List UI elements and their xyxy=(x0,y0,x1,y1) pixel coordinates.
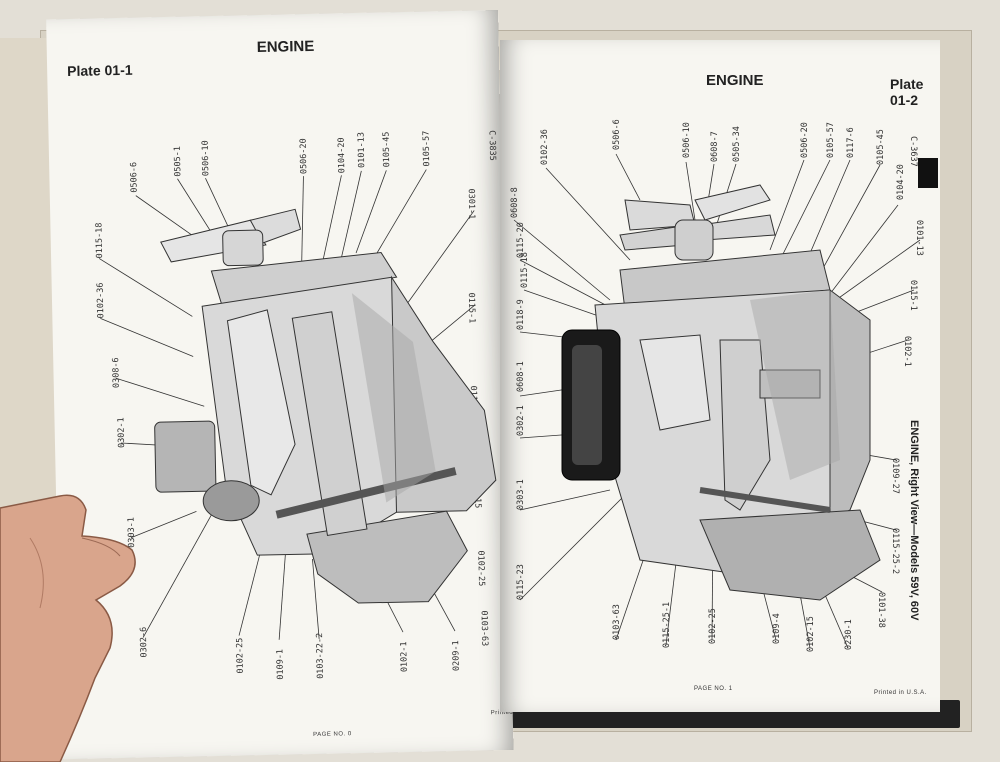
printed-note: Printed in U.S.A. xyxy=(874,690,927,696)
engine-illustration-left xyxy=(98,169,497,640)
engine-illustration-right xyxy=(513,153,921,649)
hand-image xyxy=(0,494,136,762)
page-title: ENGINE xyxy=(706,72,764,89)
section-tab xyxy=(918,158,938,188)
right-page: ENGINE Plate 01-2 C-3637 ENGINE, Right V… xyxy=(500,40,940,712)
page-number: PAGE NO. 1 xyxy=(694,686,733,692)
left-page: Plate 01-1 ENGINE C-3835 0506-6 0505-1 0… xyxy=(46,10,514,760)
plate-label: Plate 01-2 xyxy=(890,76,924,108)
